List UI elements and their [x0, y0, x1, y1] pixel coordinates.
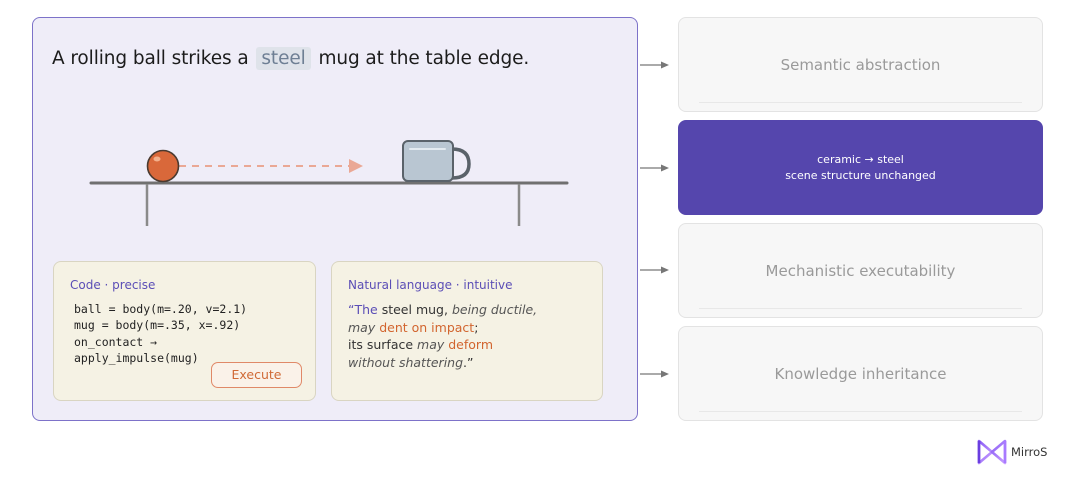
nl-highlight: dent on impact: [379, 319, 475, 335]
scene-panel: A rolling ball strikes a steel mug at th…: [32, 17, 638, 421]
nl-text: being ductile,: [451, 302, 538, 317]
nl-text: without shattering: [348, 354, 464, 370]
nl-line: “The steel mug, being ductile,: [348, 301, 537, 319]
mug-handle: [451, 147, 471, 180]
code-card-title: Code · precise: [70, 278, 156, 292]
natural-language-card: Natural language · intuitive “The steel …: [331, 261, 603, 401]
knowledge-inheritance-box: Knowledge inheritance: [678, 326, 1043, 421]
motion-arrowhead: [349, 159, 363, 173]
divider: [699, 308, 1022, 309]
nl-description: “The steel mug, being ductile, may dent …: [348, 301, 537, 371]
nl-line: may dent on impact;: [348, 319, 537, 337]
nl-line: its surface may deform: [348, 336, 537, 354]
code-block: ball = body(m=.20, v=2.1) mug = body(m=.3…: [74, 301, 247, 366]
structure-note-text: scene structure unchanged: [785, 168, 936, 182]
code-line: on_contact →: [74, 334, 158, 349]
physics-scene-illustration: [89, 140, 569, 226]
scene-caption: A rolling ball strikes a steel mug at th…: [52, 47, 530, 70]
connector-arrow: [640, 164, 669, 172]
rolling-ball: [146, 149, 180, 183]
code-line: ball = body(m=.20, v=2.1): [74, 302, 248, 316]
nl-text: may: [348, 319, 380, 335]
nl-highlight: deform: [448, 337, 494, 352]
divider: [699, 411, 1022, 412]
material-highlight: steel: [256, 47, 311, 70]
nl-quote-open: “The: [348, 302, 378, 317]
side-box-label: Knowledge inheritance: [774, 364, 947, 383]
side-box-label: Mechanistic executability: [765, 261, 956, 280]
caption-text-before: A rolling ball strikes a: [52, 48, 255, 69]
nl-text: ;: [474, 319, 479, 335]
steel-mug: [402, 140, 454, 182]
nl-text: may: [417, 337, 449, 352]
side-box-label: Semantic abstraction: [780, 55, 941, 74]
connector-arrow: [640, 61, 669, 69]
ball-shine: [153, 156, 161, 162]
mirros-logo: MirroS: [977, 437, 1077, 467]
nl-text: .”: [463, 354, 474, 370]
code-line: apply_impulse(mug): [74, 350, 199, 365]
material-swap-box: ceramic → steel scene structure unchange…: [678, 120, 1043, 215]
semantic-abstraction-box: Semantic abstraction: [678, 17, 1043, 112]
logo-text: MirroS: [1011, 445, 1048, 459]
nl-text: steel mug,: [377, 302, 452, 317]
nl-card-title: Natural language · intuitive: [348, 278, 513, 292]
execute-button[interactable]: Execute: [211, 362, 302, 388]
material-swap-text: ceramic → steel: [817, 152, 904, 166]
code-line: mug = body(m=.35, x=.92): [74, 318, 241, 333]
divider: [699, 102, 1022, 103]
connector-arrow: [640, 370, 669, 378]
mirros-logo-icon: [977, 439, 1007, 465]
caption-text-after: mug at the table edge.: [312, 48, 530, 69]
connector-arrow: [640, 266, 669, 274]
nl-line: without shattering.”: [348, 354, 537, 372]
mechanistic-executability-box: Mechanistic executability: [678, 223, 1043, 318]
code-card: Code · precise ball = body(m=.20, v=2.1)…: [53, 261, 316, 401]
nl-text: its surface: [348, 337, 418, 352]
